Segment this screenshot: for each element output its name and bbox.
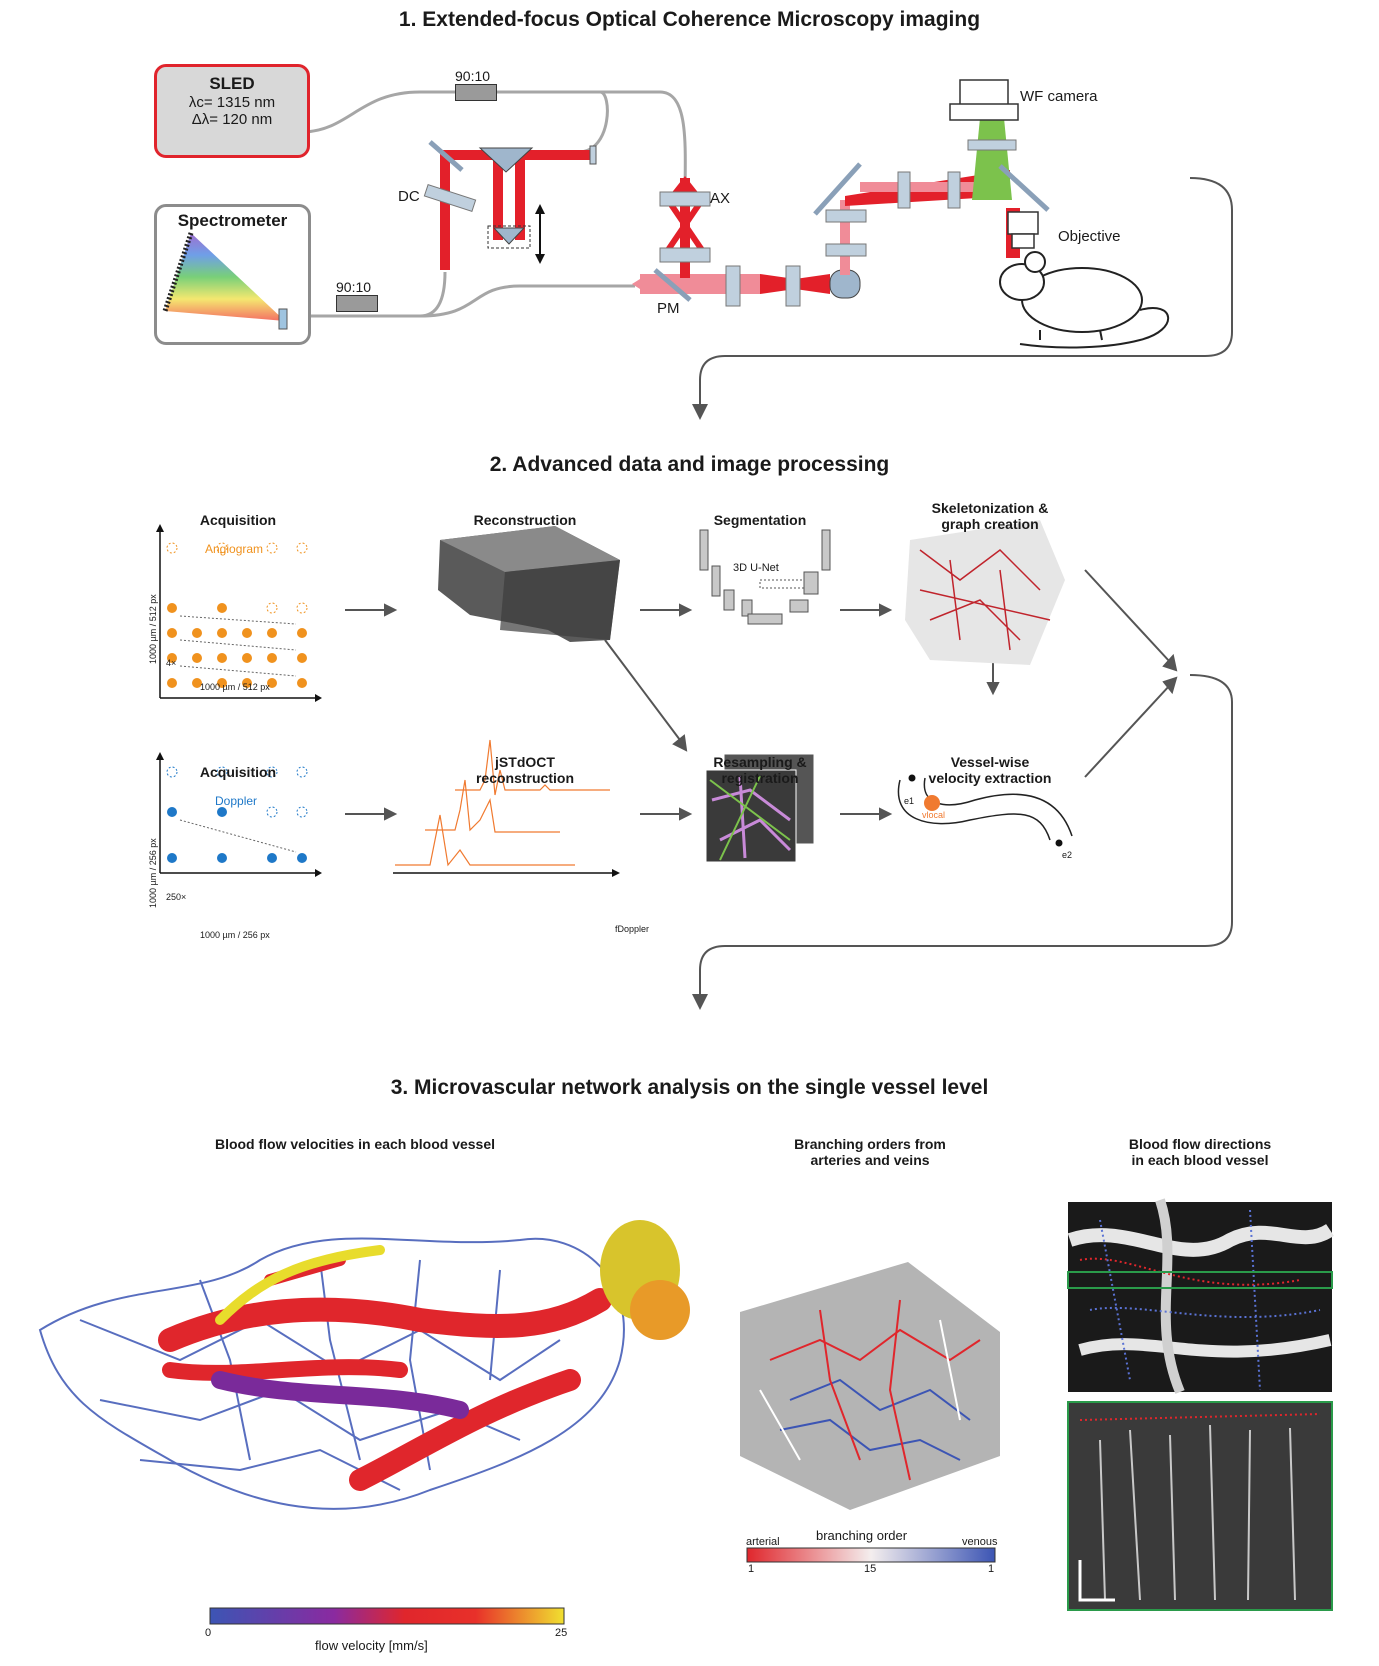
doppler-y-axis-label: 1000 µm / 256 px xyxy=(148,838,158,908)
jstdoct-label-line2: reconstruction xyxy=(475,770,574,786)
reconstruction-label: Reconstruction xyxy=(473,512,577,528)
velocity-network-render xyxy=(38,1220,690,1510)
arrowhead-icon xyxy=(692,994,708,1010)
angiogram-grid xyxy=(156,524,322,702)
spectrum-fan-icon xyxy=(162,232,288,330)
sled-wavelength: λc= 1315 nm xyxy=(188,94,276,111)
skeleton-graph-icon xyxy=(905,520,1065,665)
dc-label: DC xyxy=(398,188,420,205)
flow-direction-render xyxy=(1067,1198,1334,1611)
sled-bandwidth: Δλ= 120 nm xyxy=(191,111,273,128)
doppler-repeat-label: 250× xyxy=(166,892,187,902)
fdoppler-label: fDoppler xyxy=(615,924,650,934)
sled-source-box: SLED λc= 1315 nm Δλ= 120 nm xyxy=(154,64,310,158)
coupler-top xyxy=(455,84,497,101)
doppler-x-axis-label: 1000 µm / 256 px xyxy=(200,930,270,940)
section2-title: 2. Advanced data and image processing xyxy=(489,453,890,476)
vlocal-label: vlocal xyxy=(922,810,946,820)
acquisition-doppler-label: Acquisition xyxy=(199,764,277,780)
branching-arterial-label: arterial xyxy=(746,1536,780,1548)
analysis-panels xyxy=(38,1198,1334,1625)
skeleton-label-line1: Skeletonization & xyxy=(931,500,1049,516)
fiber-sample xyxy=(520,90,687,201)
branching-colorbar-label: branching order xyxy=(816,1528,908,1543)
angio-y-axis-label: 1000 µm / 512 px xyxy=(148,594,158,664)
branching-colorbar xyxy=(746,1547,996,1563)
jstdoct-label-line1: jSTdOCT xyxy=(495,754,555,770)
unet-schematic-icon xyxy=(699,529,831,625)
sample-arm xyxy=(632,79,1050,307)
optical-setup-diagram xyxy=(303,79,1233,420)
jstdoct-label: jSTdOCT reconstruction xyxy=(440,754,610,786)
resampling-label-line2: registration xyxy=(721,770,799,786)
mouse-illustration xyxy=(999,251,1170,349)
fiber-sled xyxy=(303,90,609,154)
angiogram-label: Angiogram xyxy=(205,542,264,556)
velocity-extraction-line2: velocity extraction xyxy=(928,770,1052,786)
unet-label: 3D U-Net xyxy=(733,562,779,574)
resampling-label-line1: Resampling & xyxy=(713,754,807,770)
arrows-row2 xyxy=(345,807,893,821)
branching-title-line2: arteries and veins xyxy=(810,1152,930,1168)
reference-arm xyxy=(423,140,597,270)
registration-images-icon xyxy=(705,753,815,863)
direction-title-line2: in each blood vessel xyxy=(1131,1152,1269,1168)
objective-label: Objective xyxy=(1058,228,1121,245)
coupler-bottom-label: 90:10 xyxy=(336,279,372,295)
pm-label: PM xyxy=(657,300,680,317)
doppler-label: Doppler xyxy=(215,794,258,808)
velocity-extraction-label: Vessel-wise velocity extraction xyxy=(890,754,1090,786)
flow-arrow-2-to-3 xyxy=(699,674,1233,998)
branching-tick-1: 1 xyxy=(748,1563,755,1575)
skeleton-label: Skeletonization & graph creation xyxy=(890,500,1090,532)
velocity-panel-title: Blood flow velocities in each blood vess… xyxy=(214,1136,496,1152)
direction-panel-title: Blood flow directions in each blood vess… xyxy=(1080,1136,1320,1168)
branching-venous-label: venous xyxy=(962,1536,998,1548)
segmentation-label: Segmentation xyxy=(713,512,807,528)
spectrometer-box: Spectrometer xyxy=(154,204,311,345)
angio-repeat-label: 4× xyxy=(166,658,177,668)
skeleton-label-line2: graph creation xyxy=(941,516,1039,532)
velocity-extraction-line1: Vessel-wise xyxy=(950,754,1030,770)
angio-x-axis-label: 1000 µm / 512 px xyxy=(200,682,270,692)
branching-title-line1: Branching orders from xyxy=(794,1136,946,1152)
reconstruction-volume-icon xyxy=(438,526,620,642)
branching-panel-title: Branching orders from arteries and veins xyxy=(760,1136,980,1168)
doppler-grid xyxy=(156,752,322,877)
fiber-pm xyxy=(419,284,635,318)
e1-label: e1 xyxy=(904,796,915,806)
velocity-colorbar-max: 25 xyxy=(555,1627,568,1639)
branching-tick-end: 1 xyxy=(988,1563,995,1575)
velocity-colorbar xyxy=(209,1607,565,1625)
coupler-top-label: 90:10 xyxy=(455,68,491,84)
processing-pipeline-diagram xyxy=(156,520,1233,1010)
resampling-label: Resampling & registration xyxy=(680,754,840,786)
sled-title: SLED xyxy=(209,74,255,93)
doppler-spectra-icon xyxy=(395,739,610,867)
section3-title: 3. Microvascular network analysis on the… xyxy=(390,1076,989,1099)
coupler-bottom xyxy=(336,295,378,312)
arrowhead-icon xyxy=(692,404,708,420)
wf-camera-label: WF camera xyxy=(1020,88,1098,105)
e2-label: e2 xyxy=(1062,850,1073,860)
ax-label: AX xyxy=(710,190,731,207)
section1-title: 1. Extended-focus Optical Coherence Micr… xyxy=(398,8,981,31)
branching-tick-15: 15 xyxy=(864,1563,877,1575)
branching-order-render xyxy=(740,1262,1000,1510)
flow-arrow-1-to-2 xyxy=(699,177,1233,408)
acquisition-angio-label: Acquisition xyxy=(199,512,277,528)
direction-title-line1: Blood flow directions xyxy=(1128,1136,1272,1152)
velocity-colorbar-label: flow velocity [mm/s] xyxy=(315,1638,428,1653)
velocity-colorbar-min: 0 xyxy=(205,1627,212,1639)
vessel-schematic-icon xyxy=(897,774,1073,847)
spectrometer-label: Spectrometer xyxy=(177,211,288,230)
